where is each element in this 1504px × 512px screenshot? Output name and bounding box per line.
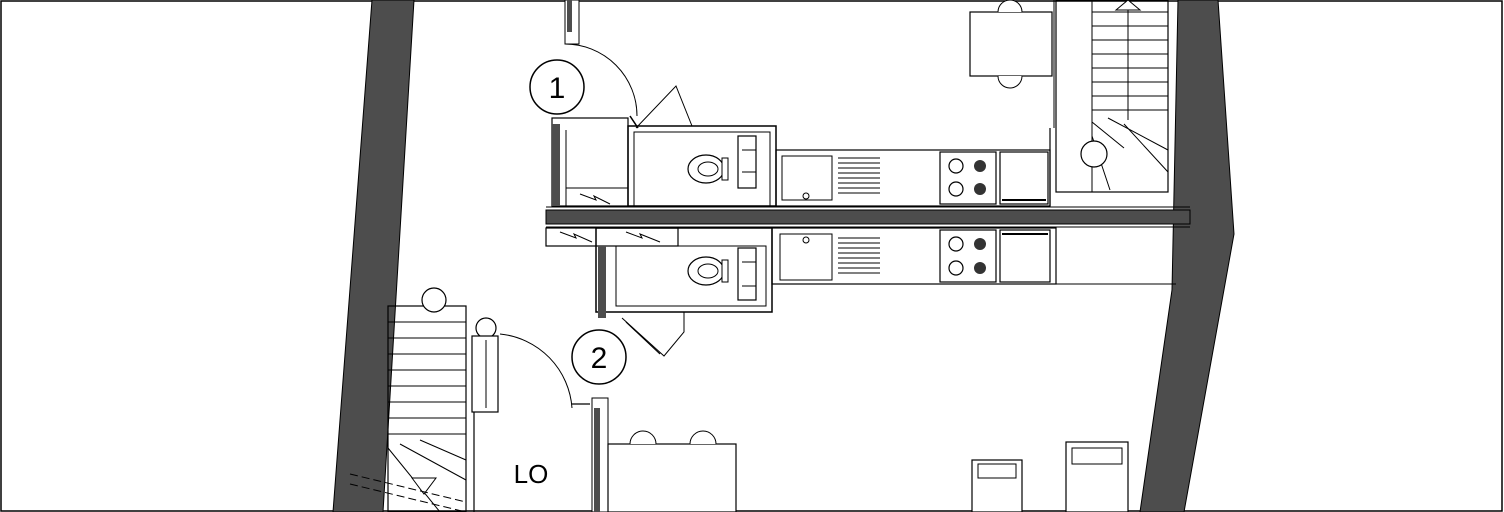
chair-2b: [689, 430, 717, 445]
toilet-1-seat: [697, 161, 719, 177]
stove-2-burner-d: [974, 262, 986, 274]
kitchen-2-fridge: [999, 229, 1051, 283]
kitchen-2-sink-basin: [779, 233, 833, 281]
door-1-swing: [564, 43, 638, 117]
toilet-2-bowl: [687, 256, 725, 286]
kitchen-1-fridge: [999, 151, 1049, 205]
toilet-1-tank: [721, 157, 729, 181]
storage-2-outline: [545, 227, 679, 247]
kitchen-1-drainboard: [838, 157, 880, 194]
stove-2-burner-a: [948, 236, 964, 252]
stair-2-dashed-a: [349, 473, 467, 503]
east-wall: [1139, 0, 1235, 512]
unit-1-marker: [529, 59, 585, 115]
kitchen-1-drain: [802, 192, 810, 200]
center-corridor-wall: [545, 209, 1191, 225]
chair-2a: [629, 430, 657, 445]
bathroom-2-wall: [598, 246, 606, 318]
toilet-2-seat: [697, 263, 719, 279]
stair-2-newel: [421, 287, 447, 313]
electric-panel-2b-symbol: [625, 231, 661, 243]
unit-1-label: 1: [549, 72, 566, 105]
unit-2-marker: [571, 329, 627, 385]
kitchen-2-stove: [939, 229, 997, 283]
stove-2-burner-c: [948, 260, 964, 276]
kitchen-2-drainboard: [838, 237, 880, 274]
unit-2-label: 2: [591, 342, 608, 375]
stair-2-treads: [387, 321, 467, 512]
washbasin-2: [737, 247, 757, 301]
electric-panel-2a-symbol: [559, 231, 593, 243]
bath-2-door-swing: [621, 312, 685, 357]
stair-2-dashed-b: [349, 483, 467, 512]
electric-panel-1-symbol: [579, 193, 611, 205]
storage-1-wall: [552, 124, 560, 206]
dining-table-2: [607, 443, 737, 512]
stair-1-treads: [1091, 11, 1169, 191]
bed-2a-pillow: [977, 463, 1017, 479]
door-2-frame-fill: [594, 408, 600, 512]
toilet-2-tank: [721, 259, 729, 283]
bed-2b-pillow: [1071, 447, 1123, 465]
bath-1-door-swing: [635, 85, 693, 129]
bath-2-door-leaf: [625, 321, 661, 355]
bathroom-1-inner: [633, 131, 771, 207]
bathroom-2-inner: [615, 245, 767, 307]
stair-1-newel: [1080, 140, 1108, 168]
door-2-swing: [499, 333, 573, 409]
stove-1-burner-d: [974, 183, 986, 195]
west-wall: [332, 0, 415, 512]
kitchen-1-stove: [939, 151, 997, 205]
toilet-1-bowl: [687, 154, 725, 184]
washbasin-1: [737, 135, 757, 189]
stove-2-burner-b: [974, 238, 986, 250]
stove-1-burner-c: [948, 181, 964, 197]
storage-1-outline: [551, 117, 629, 207]
door-1-frame-fill: [567, 0, 572, 32]
stair-2-post: [475, 317, 497, 339]
dining-table-1: [969, 11, 1053, 77]
room-lo-label: LO: [514, 459, 549, 489]
kitchen-1-sink-basin: [781, 155, 833, 201]
stair-2-rail: [471, 335, 499, 413]
chair-1a: [997, 0, 1023, 13]
chair-1b: [997, 75, 1023, 89]
stove-1-burner-a: [948, 158, 964, 174]
stove-1-burner-b: [974, 160, 986, 172]
stair-2-arrow-icon: [411, 477, 437, 495]
kitchen-2-drain: [802, 236, 810, 244]
